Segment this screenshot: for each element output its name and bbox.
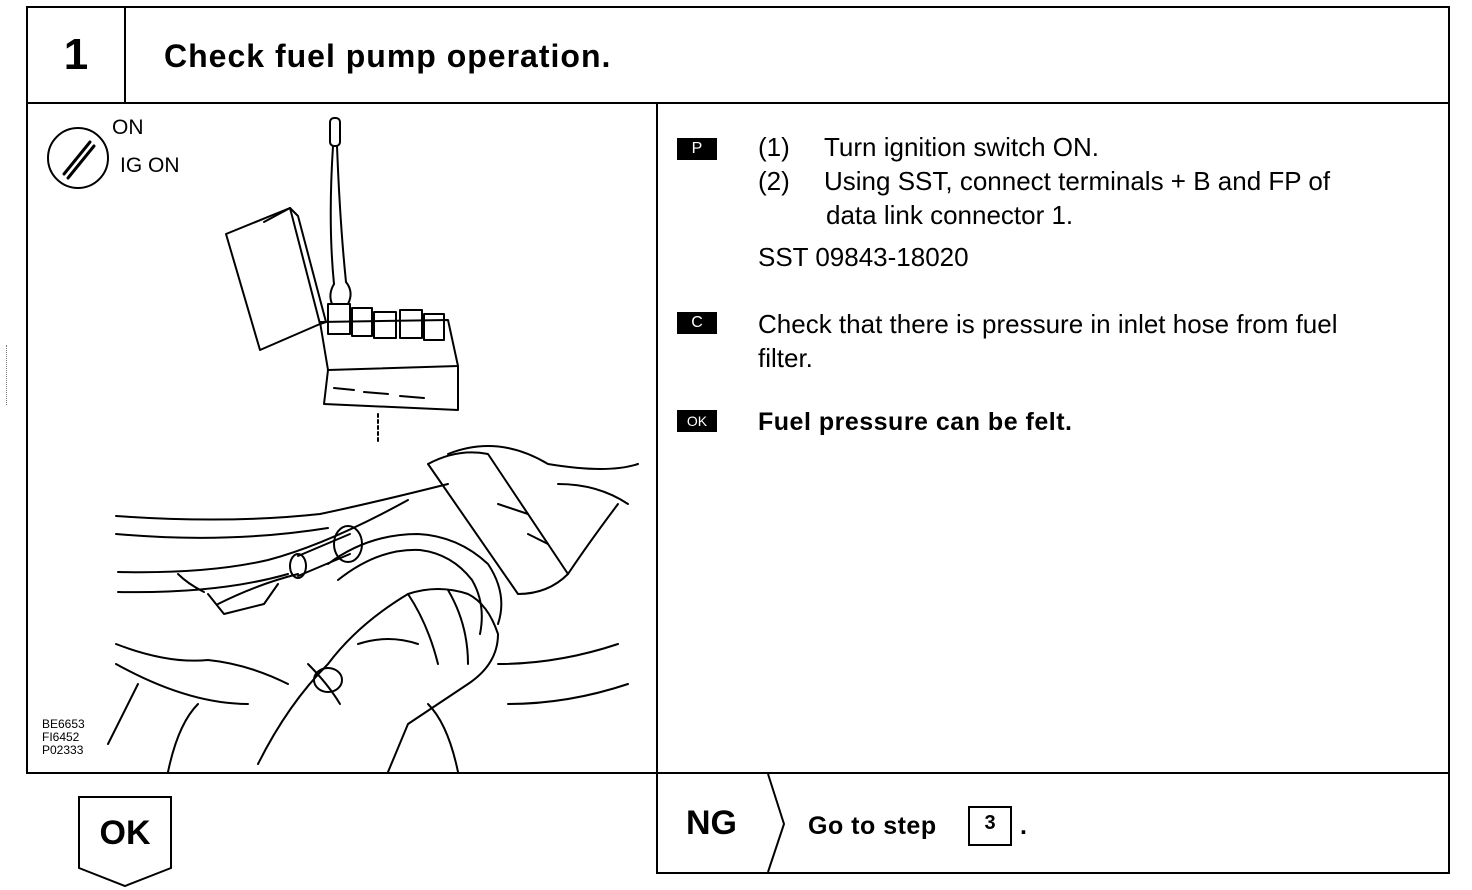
ignition-ig-on-label: IG ON [120,154,180,177]
sst-jumper-wire-icon [329,117,341,147]
data-link-connector-icon [319,319,459,371]
check-text-line1: Check that there is pressure in inlet ho… [758,309,1338,339]
goto-period: . [1020,812,1027,840]
ng-branch-box: NG Go to step 3 . [656,774,1450,874]
preparation-badge: P [677,138,717,160]
ok-result-badge: OK [677,410,717,432]
sst-number: SST 09843-18020 [758,242,969,272]
connector-lid-icon [225,207,321,351]
ok-branch-label: OK [99,814,151,852]
ignition-switch-icon [47,127,109,189]
step2-text-line1: Using SST, connect terminals + B and FP … [824,166,1331,196]
step-title: Check fuel pump operation. [164,38,612,74]
ok-branch-badge: OK [78,796,172,888]
figure-code: BE6653 [42,717,85,731]
step1-text: Turn ignition switch ON. [824,132,1100,162]
step2-text-line2: data link connector 1. [826,200,1074,230]
step1-number: (1) [758,132,790,162]
step-number: 1 [28,8,126,102]
check-badge: C [677,312,717,334]
step-body: ON IG ON BE6653 FI6452 P02333 P (1) Turn… [26,104,1450,774]
hand-icon [257,588,499,772]
goto-step-text: Go to step [808,812,937,840]
figure-codes: BE6653 FI6452 P02333 [42,718,85,757]
check-text-line2: filter. [758,343,813,373]
illustration-panel: ON IG ON BE6653 FI6452 P02333 [28,104,658,772]
fuel-pump-illustration [47,117,639,772]
step2-number: (2) [758,166,790,196]
figure-code: P02333 [42,743,84,757]
step-header: 1 Check fuel pump operation. [26,6,1450,104]
fuel-filter-icon [427,451,569,595]
ignition-on-label: ON [112,116,144,139]
instruction-panel: P (1) Turn ignition switch ON. (2) Using… [660,104,1450,772]
figure-code: FI6452 [42,730,80,744]
margin-mark [6,345,8,405]
ok-result-text: Fuel pressure can be felt. [758,408,1073,436]
goto-step-link[interactable]: 3 [968,806,1012,846]
ng-branch-label: NG [686,804,737,842]
